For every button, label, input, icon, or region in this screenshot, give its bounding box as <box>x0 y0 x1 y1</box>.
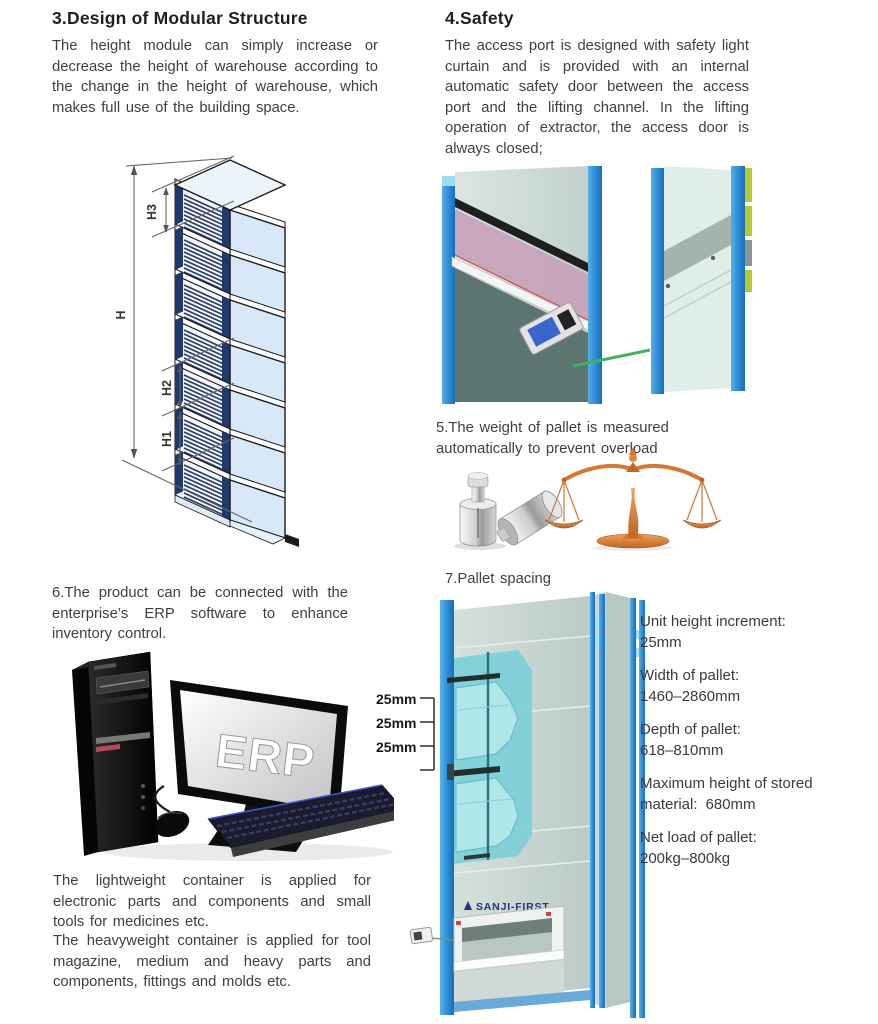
access-port-panel <box>455 209 588 320</box>
modular-tower-illustration: H H3 H2 H1 <box>114 155 299 547</box>
section3-paragraph: The height module can simply increase or… <box>52 38 378 116</box>
spec-max-height: Maximum height of stored material:680mm <box>640 773 878 815</box>
pc-tower <box>72 651 159 856</box>
mouse <box>154 785 190 838</box>
erp-screen-text: ERP <box>213 723 318 788</box>
pallet-machine-side <box>606 592 630 1008</box>
spec-label: Maximum height of stored material: <box>640 775 813 813</box>
section5-text: 5.The weight of pallet is measured autom… <box>436 420 669 457</box>
light-curtain-bar <box>455 198 588 272</box>
pallet-spacing-illustration: 25mm 25mm 25mm SANJI-FIRST <box>376 592 645 1018</box>
pallet-left-pillar <box>440 600 454 1015</box>
spacing-label-1: 25mm <box>376 691 416 707</box>
pallet-pendant <box>409 926 455 945</box>
weights-and-scale-illustration <box>454 447 722 551</box>
base-rail <box>572 348 651 368</box>
section6-text: 6.The product can be connected with the … <box>52 585 348 643</box>
section4-paragraph: The access port is designed with safety … <box>445 38 749 157</box>
spec-label: Unit height increment: <box>640 613 786 630</box>
spec-value: 1460–2860mm <box>640 688 741 705</box>
spec-label: Depth of pallet: <box>640 721 741 738</box>
balance-scale-icon <box>544 447 722 551</box>
spec-value: 618–810mm <box>640 742 724 759</box>
tower-top-face <box>173 159 287 211</box>
lightweight-container-paragraph: The lightweight container is applied for… <box>53 873 371 931</box>
spacing-callout: 25mm 25mm 25mm <box>376 691 435 771</box>
right-tower-right-pillar <box>731 166 745 391</box>
spec-label: Width of pallet: <box>640 667 740 684</box>
section4-heading: 4.Safety <box>445 8 514 28</box>
spec-label: Net load of pallet: <box>640 829 757 846</box>
erp-computer-illustration: ERP <box>72 651 394 861</box>
dim-label-h1: H1 <box>160 431 174 447</box>
spec-net-load: Net load of pallet: 200kg–800kg <box>640 827 878 869</box>
center-pillar <box>588 166 602 404</box>
section3-heading: 3.Design of Modular Structure <box>52 8 308 28</box>
pallet-right-pillar <box>630 598 636 1018</box>
dim-label-h3: H3 <box>145 204 159 220</box>
control-pendant <box>519 302 584 355</box>
safety-access-port-illustration <box>442 166 752 404</box>
spec-value: 200kg–800kg <box>640 850 731 867</box>
spec-unit-height: Unit height increment: 25mm <box>640 611 878 653</box>
spec-value: 680mm <box>705 796 756 813</box>
access-opening <box>453 905 565 973</box>
left-pillar <box>442 176 455 404</box>
spacing-label-2: 25mm <box>376 715 416 731</box>
dimension-arrows <box>130 165 183 466</box>
heavyweight-container-paragraph: The heavyweight container is applied for… <box>53 933 371 991</box>
calibration-weight-lying <box>496 490 563 546</box>
spec-depth: Depth of pallet: 618–810mm <box>640 719 878 761</box>
spec-width: Width of pallet: 1460–2860mm <box>640 665 878 707</box>
right-tower-left-pillar <box>651 168 664 394</box>
gray-band <box>664 215 731 281</box>
section7-heading: 7.Pallet spacing <box>445 571 551 587</box>
dim-label-h: H <box>114 310 128 319</box>
spacing-label-3: 25mm <box>376 739 416 755</box>
keyboard <box>207 784 394 857</box>
calibration-weight-standing <box>454 472 506 550</box>
erp-monitor: ERP <box>170 680 348 852</box>
pallet-cutaway <box>447 650 532 864</box>
spec-value: 25mm <box>640 634 682 651</box>
tower-foot <box>285 534 299 547</box>
pallet-specs: Unit height increment: 25mm Width of pall… <box>640 611 878 881</box>
dim-label-h2: H2 <box>160 380 174 396</box>
right-tower-panel <box>664 166 731 392</box>
